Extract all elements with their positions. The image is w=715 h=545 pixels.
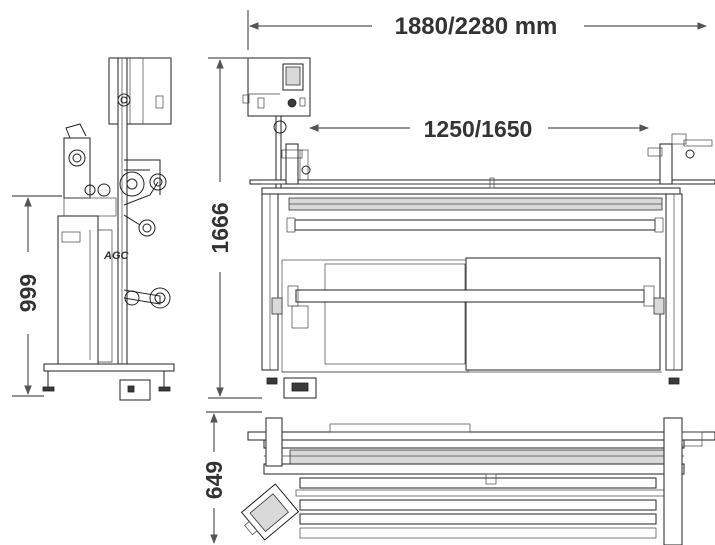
lower-roller — [295, 289, 645, 303]
dimension-side-height: 999 — [12, 195, 62, 397]
side-view: AGC — [42, 57, 175, 401]
dimension-overall-width: 1880/2280 mm — [247, 10, 707, 50]
roll-width-label: 1250/1650 — [424, 116, 533, 142]
front-view — [242, 57, 715, 399]
upper-rail — [249, 179, 715, 185]
agc-logo: AGC — [103, 250, 130, 262]
top-view — [240, 417, 715, 545]
front-height-label: 1666 — [207, 202, 233, 253]
side-head-unit — [63, 137, 91, 199]
side-base-frame — [43, 363, 175, 372]
upper-roller — [294, 219, 656, 231]
top-depth-label: 649 — [201, 461, 227, 499]
right-cutting-head — [647, 133, 713, 185]
dimension-top-depth: 649 — [201, 411, 262, 544]
side-height-label: 999 — [15, 274, 41, 312]
side-main-body — [57, 215, 99, 365]
left-cutting-head — [281, 143, 311, 185]
emergency-stop-icon — [287, 98, 297, 108]
top-right-post — [663, 417, 683, 545]
dimension-front-height: 1666 — [207, 57, 262, 399]
overall-width-label: 1880/2280 mm — [395, 13, 558, 40]
top-rail — [247, 431, 715, 441]
dimension-roll-width: 1250/1650 — [309, 116, 649, 142]
table-panel — [465, 257, 661, 371]
side-foot-pedal — [119, 379, 151, 401]
top-control-panel — [240, 483, 300, 541]
